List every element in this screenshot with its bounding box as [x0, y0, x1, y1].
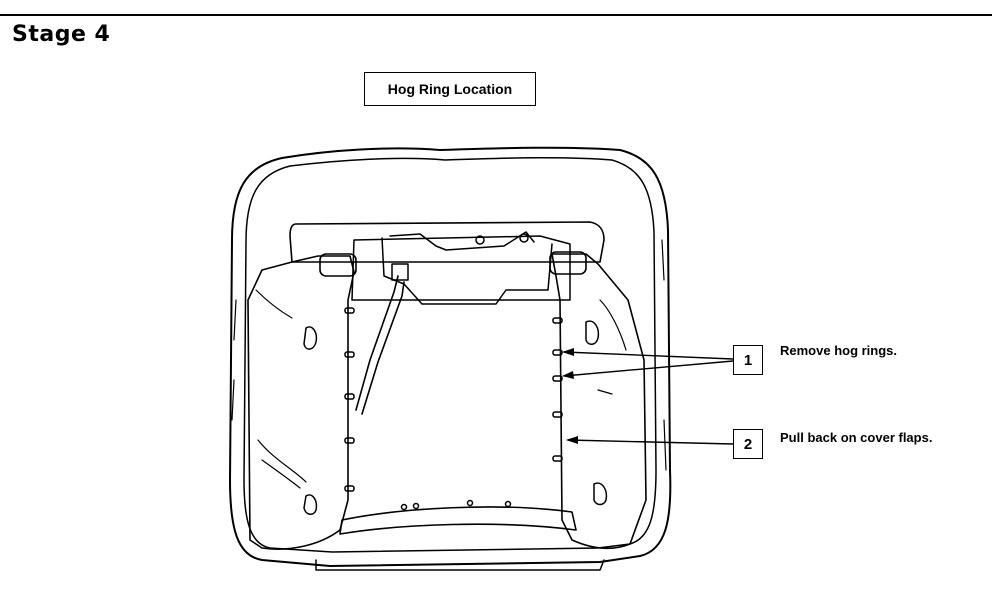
mechanism-bracket	[389, 231, 535, 251]
left-handhold	[303, 326, 318, 350]
seat-outer-contour	[229, 146, 672, 567]
left-hog-rings	[344, 307, 355, 492]
right-bolster	[551, 253, 647, 550]
top-rule	[0, 14, 992, 16]
cover-wrinkles	[231, 239, 667, 489]
left-lower-handhold	[303, 494, 318, 515]
leader-arrowheads	[562, 348, 578, 444]
wire-harness	[355, 275, 405, 415]
stage-title: Stage 4	[12, 22, 111, 47]
right-lower-handhold	[593, 482, 608, 506]
lower-frame	[339, 506, 577, 535]
hog-ring-location-label: Hog Ring Location	[364, 72, 536, 106]
left-bolster	[247, 255, 355, 550]
callout-text-2: Pull back on cover flaps.	[780, 430, 933, 445]
leader-lines	[563, 351, 734, 445]
callout-number-1: 1	[733, 345, 763, 375]
right-hog-rings	[552, 317, 563, 462]
right-handhold	[585, 320, 600, 345]
upper-mechanism	[351, 235, 571, 301]
bottom-hog-rings	[400, 499, 512, 511]
seat-inner-contour	[243, 156, 657, 553]
callout-number-2: 2	[733, 429, 763, 459]
left-bolster-cap	[319, 253, 357, 277]
callout-text-1: Remove hog rings.	[780, 343, 898, 358]
mechanism-housing	[381, 237, 553, 305]
